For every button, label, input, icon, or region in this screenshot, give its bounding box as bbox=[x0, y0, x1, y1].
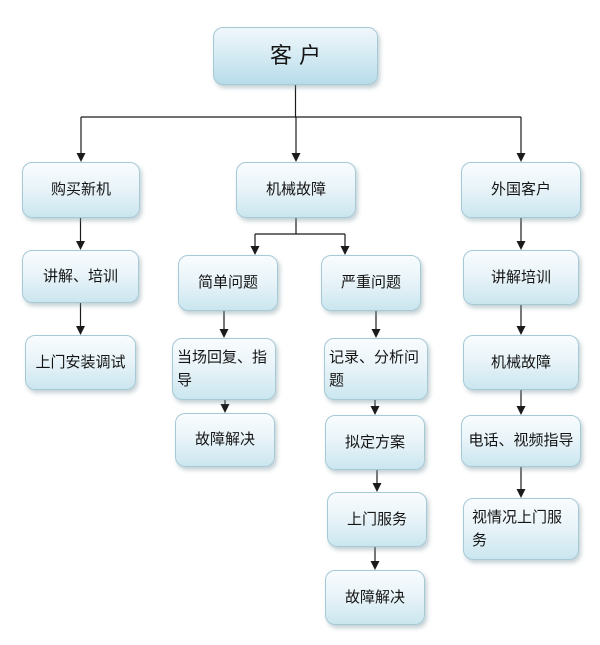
arrowhead bbox=[76, 241, 85, 250]
flow-node-label: 讲解、培训 bbox=[42, 267, 118, 285]
flow-node-label: 简单问题 bbox=[197, 274, 258, 292]
flow-node-onsite-service: 上门服务 bbox=[327, 492, 427, 547]
flow-node-label: 严重问题 bbox=[340, 274, 401, 292]
flow-node-label: 外国客户 bbox=[490, 181, 551, 199]
arrowhead bbox=[516, 489, 526, 498]
flow-node-foreign-customer: 外国客户 bbox=[461, 162, 581, 218]
flow-node-draft-plan: 拟定方案 bbox=[325, 415, 425, 470]
flow-node-simple-problem: 简单问题 bbox=[178, 255, 278, 311]
arrowhead bbox=[291, 153, 301, 162]
flow-node-fault-solved-simple: 故障解决 bbox=[175, 413, 275, 467]
flow-node-mechanical-failure-right: 机械故障 bbox=[463, 335, 579, 390]
arrowhead bbox=[76, 326, 85, 335]
arrowhead bbox=[340, 246, 350, 255]
arrowhead bbox=[370, 406, 380, 415]
flow-node-situational-onsite: 视情况上门服务 bbox=[463, 498, 579, 560]
flow-node-label: 机械故障 bbox=[265, 181, 326, 199]
arrowhead bbox=[219, 329, 229, 338]
flow-node-explain-training-right: 讲解培训 bbox=[463, 250, 579, 305]
arrowhead bbox=[76, 153, 86, 162]
arrowhead bbox=[371, 329, 381, 338]
flow-node-label: 电话、视频指导 bbox=[468, 432, 574, 450]
flow-node-fault-solved-severe: 故障解决 bbox=[325, 570, 425, 625]
arrowhead bbox=[516, 241, 526, 250]
flow-node-onsite-install-debug: 上门安装调试 bbox=[25, 335, 136, 390]
arrowhead bbox=[220, 404, 230, 413]
flow-node-label: 讲解培训 bbox=[490, 268, 551, 286]
flow-node-label: 视情况上门服务 bbox=[472, 508, 563, 549]
flow-node-label: 故障解决 bbox=[194, 431, 255, 449]
flow-node-onsite-reply-guide: 当场回复、指导 bbox=[172, 338, 276, 400]
arrowhead bbox=[372, 483, 382, 492]
flow-node-label: 当场回复、指导 bbox=[177, 348, 268, 389]
arrowhead bbox=[250, 246, 260, 255]
flow-node-label: 上门安装调试 bbox=[35, 353, 126, 371]
flow-node-label: 记录、分析问题 bbox=[329, 348, 420, 389]
flow-node-buy-new-machine: 购买新机 bbox=[22, 162, 140, 218]
arrowhead bbox=[370, 561, 380, 570]
flow-node-record-analyze: 记录、分析问题 bbox=[324, 338, 428, 400]
flow-node-mechanical-failure: 机械故障 bbox=[236, 162, 356, 218]
flow-node-label: 拟定方案 bbox=[344, 433, 405, 451]
flow-node-label: 故障解决 bbox=[344, 588, 405, 606]
flow-node-label: 上门服务 bbox=[346, 510, 407, 528]
arrowhead bbox=[516, 326, 526, 335]
arrowhead bbox=[516, 153, 526, 162]
flow-node-phone-video-guide: 电话、视频指导 bbox=[461, 415, 581, 467]
flow-node-severe-problem: 严重问题 bbox=[321, 255, 421, 311]
flow-node-label: 购买新机 bbox=[50, 181, 111, 199]
flow-node-label: 机械故障 bbox=[490, 353, 551, 371]
flow-node-label: 客户 bbox=[269, 42, 328, 68]
flow-node-explain-training-left: 讲解、培训 bbox=[22, 250, 139, 303]
flow-node-customer: 客户 bbox=[213, 27, 378, 85]
arrowhead bbox=[516, 406, 526, 415]
